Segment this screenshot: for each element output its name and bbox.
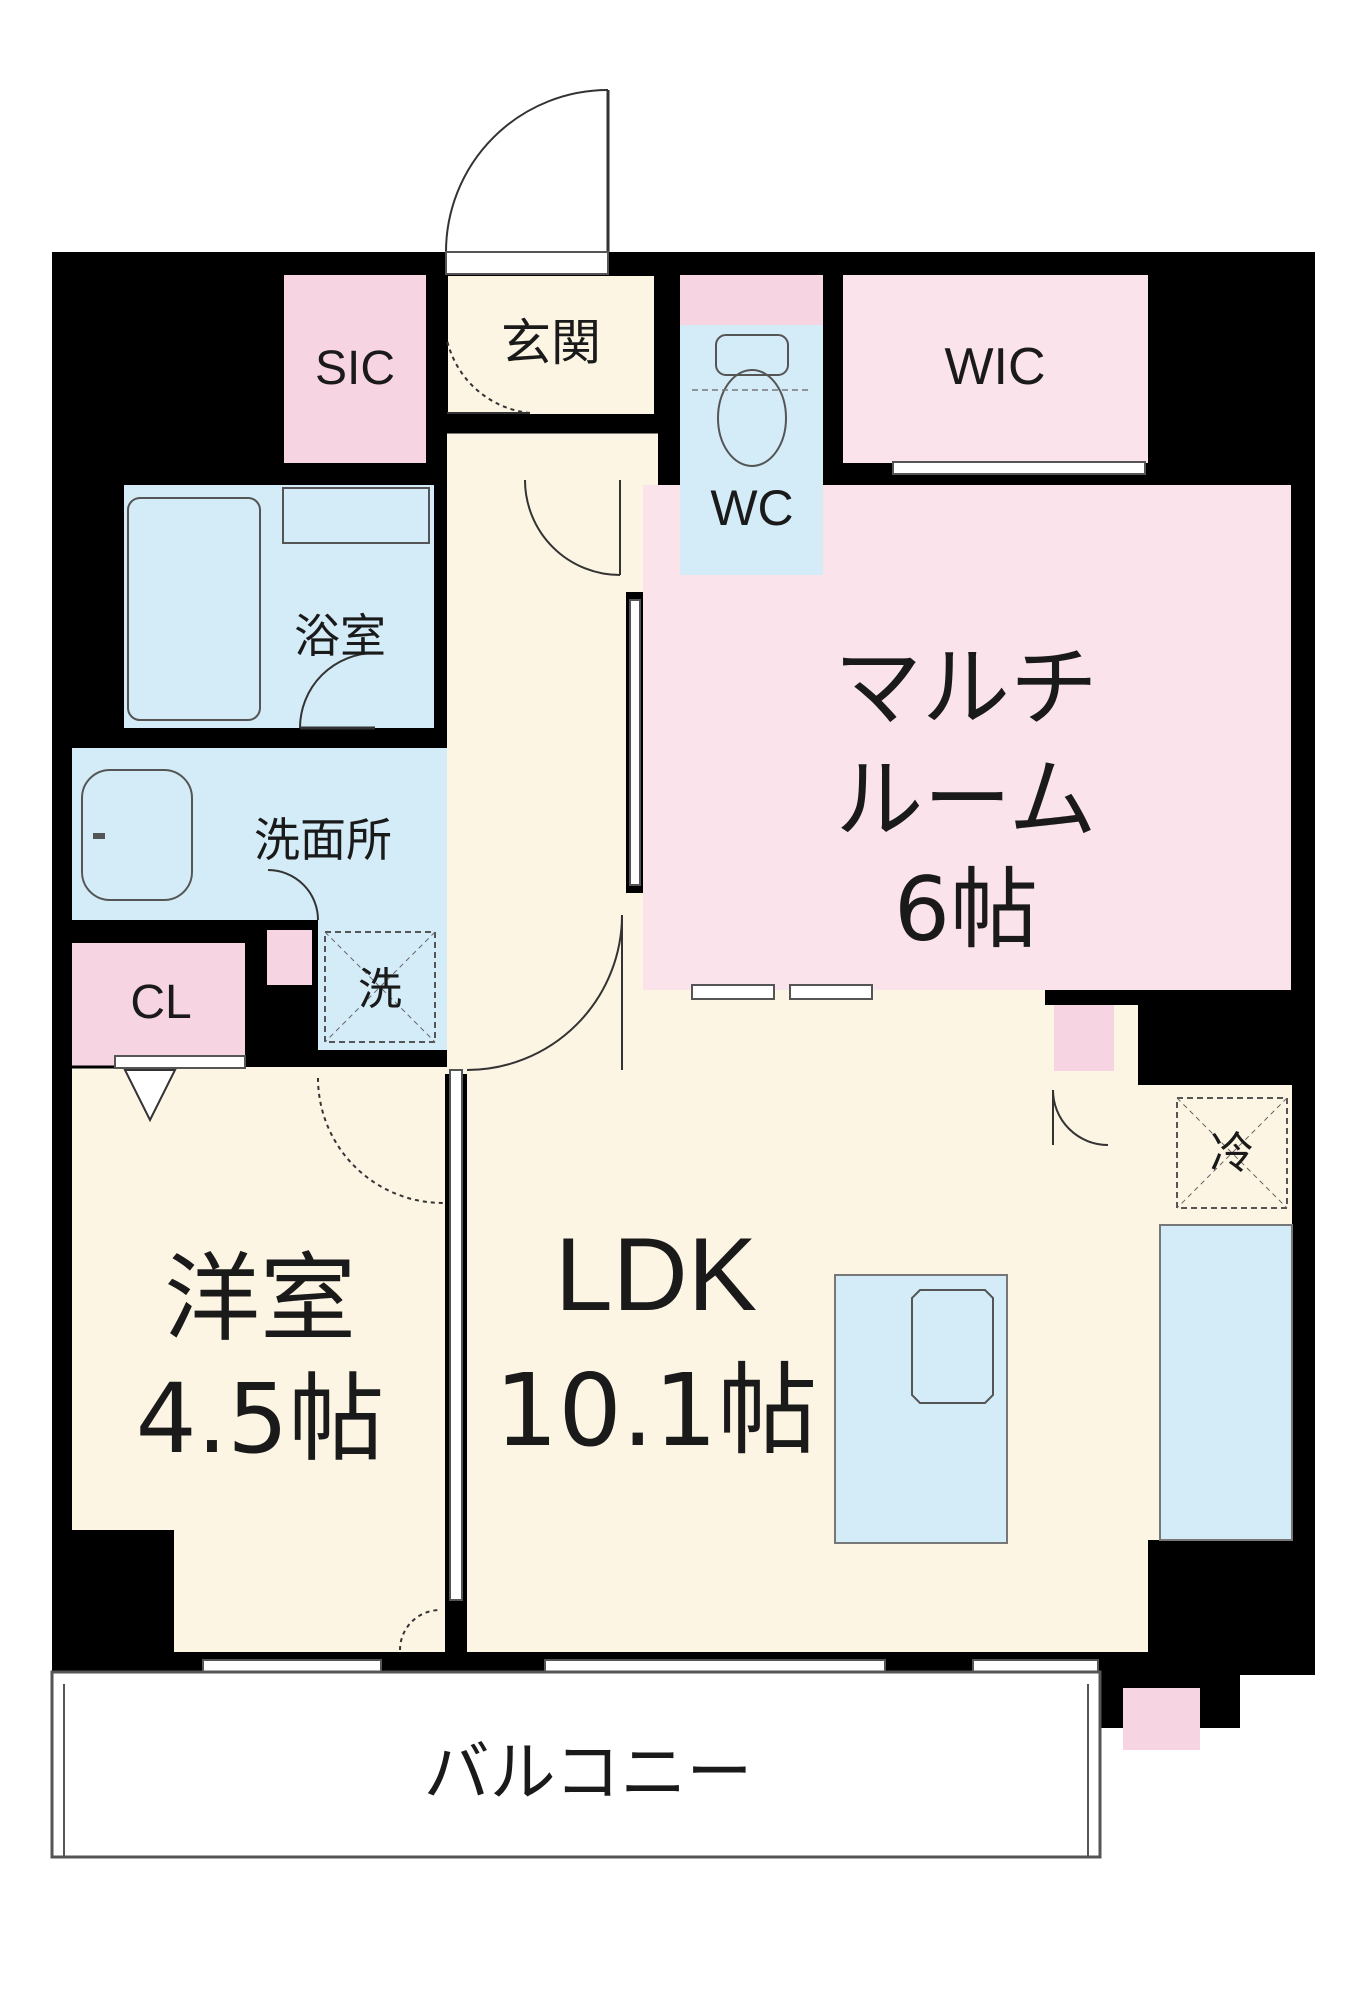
- label-western-name: 洋室: [164, 1243, 356, 1355]
- meter-box: [1123, 1688, 1200, 1750]
- pipe-space-washroom: [267, 930, 312, 985]
- toilet-tank: [715, 334, 789, 376]
- sink: [911, 1289, 994, 1404]
- label-ldk-name: LDK: [555, 1217, 757, 1333]
- entrance-door-arc: [445, 89, 609, 253]
- sic-floor: [284, 275, 426, 463]
- bath-shelf: [282, 487, 430, 544]
- doors: [123, 89, 1109, 1809]
- washer-diag-1: [324, 931, 436, 1043]
- corridor-floor: [447, 432, 658, 1074]
- label-balcony: バルコニー: [424, 1734, 753, 1811]
- fridge-diag-1: [1176, 1097, 1288, 1209]
- label-wc: WC: [710, 480, 793, 536]
- windows: [114, 461, 1146, 1675]
- pipe-space-box: [1054, 1005, 1114, 1071]
- entrance-floor: [447, 275, 655, 415]
- washer-pan: [324, 931, 436, 1043]
- cl-floor: [72, 943, 245, 1067]
- label-fridge: 冷: [1210, 1128, 1254, 1179]
- entrance-threshold: [445, 251, 609, 275]
- label-washer: 洗: [358, 964, 402, 1015]
- toilet-bowl: [717, 369, 787, 467]
- wc-storage: [680, 275, 823, 325]
- label-cl: CL: [130, 976, 191, 1029]
- balcony-outline: [50, 1670, 1102, 1859]
- fridge-diag-2: [1176, 1097, 1288, 1209]
- ldk-floor: [467, 893, 1292, 1652]
- kitchen-counter: [1159, 1224, 1293, 1541]
- washbasin: [81, 769, 193, 901]
- faucet: [93, 833, 105, 839]
- washer-diag-2: [324, 931, 436, 1043]
- label-entrance: 玄関: [501, 314, 601, 372]
- label-washroom: 洗面所: [254, 813, 392, 867]
- kitchen-island: [834, 1274, 1008, 1544]
- label-multi-line1: マルチ: [834, 636, 1098, 739]
- label-ldk-size: 10.1帖: [495, 1352, 818, 1469]
- wic-floor: [843, 275, 1148, 463]
- label-western-size: 4.5帖: [136, 1363, 385, 1475]
- label-multi-line2: ルーム: [835, 748, 1096, 851]
- label-sic: SIC: [315, 342, 395, 395]
- western-room-floor: [72, 1067, 447, 1652]
- label-multi-size: 6帖: [894, 858, 1038, 961]
- bathtub: [127, 497, 261, 721]
- label-bath: 浴室: [294, 609, 386, 663]
- label-wic: WIC: [944, 338, 1045, 396]
